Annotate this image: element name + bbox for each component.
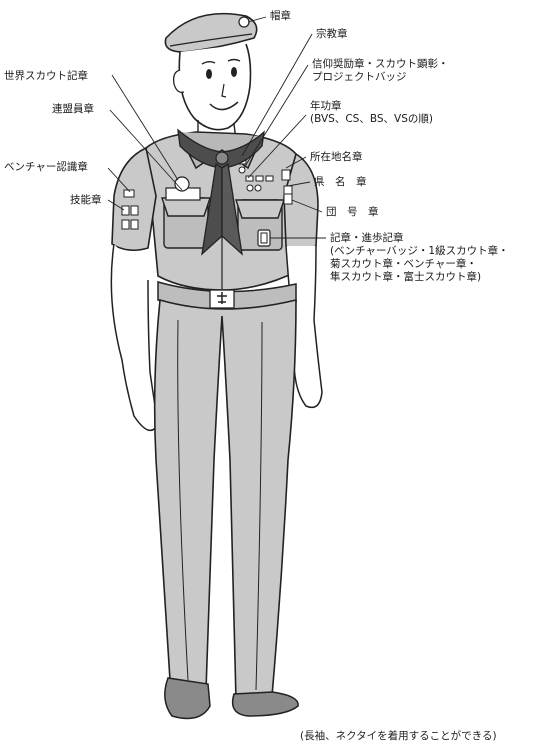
footnote: (長袖、ネクタイを着用することができる) xyxy=(300,730,497,742)
cap-badge-emblem xyxy=(238,16,250,28)
neckerchief xyxy=(177,128,265,256)
label-religion-badge: 宗教章 xyxy=(316,28,348,40)
shoes xyxy=(164,677,299,720)
label-venture-recognition: ベンチャー認識章 xyxy=(4,161,88,173)
label-faith-award: 信仰奨励章・スカウト顕彰・ プロジェクトバッジ xyxy=(312,58,449,83)
label-troop-number: 団 号 章 xyxy=(326,206,379,218)
label-prefecture-name: 県 名 章 xyxy=(314,176,367,188)
label-location-name: 所在地名章 xyxy=(310,151,363,163)
label-world-scout: 世界スカウト記章 xyxy=(4,70,88,82)
label-cap-badge: 帽章 xyxy=(270,10,291,22)
beret xyxy=(164,12,258,53)
label-skill-badge: 技能章 xyxy=(70,194,102,206)
head xyxy=(172,43,252,141)
label-year-badge: 年功章 (BVS、CS、BS、VSの順) xyxy=(310,100,433,125)
leader-lines xyxy=(107,16,326,239)
trousers xyxy=(153,298,297,701)
label-federation-member: 連盟員章 xyxy=(52,103,94,115)
label-rank-badges: 記章・進歩記章 (ベンチャーバッジ・1級スカウト章・ 菊スカウト章・ベンチャー章… xyxy=(330,232,509,283)
